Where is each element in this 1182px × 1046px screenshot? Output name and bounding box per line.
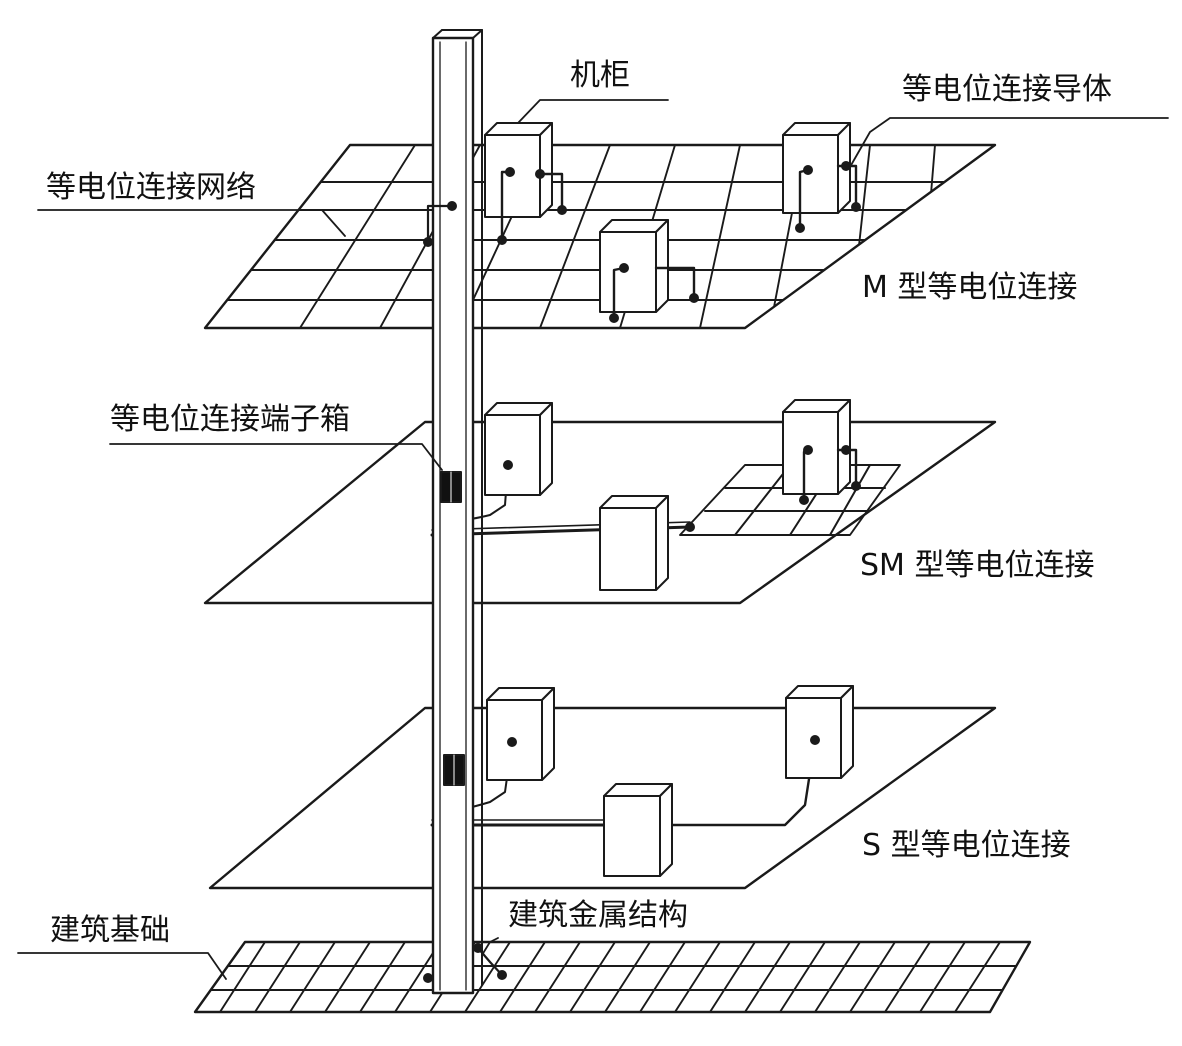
connection-dots	[423, 161, 861, 983]
label-building-metal-structure: 建筑金属结构	[508, 898, 688, 933]
label-sm-type: SM 型等电位连接	[860, 548, 1095, 583]
label-cabinet: 机柜	[570, 58, 630, 93]
cabinet-mid-1	[484, 402, 553, 496]
leader-lines	[17, 99, 1169, 980]
label-m-type: M 型等电位连接	[862, 270, 1078, 305]
building-foundation-mesh	[193, 940, 1032, 1014]
cabinet-bot-3	[603, 783, 673, 877]
building-metal-column	[426, 29, 504, 995]
cabinet-top-1	[484, 122, 564, 242]
cabinet-top-2	[782, 122, 858, 230]
cabinet-top-3	[599, 219, 696, 320]
label-bonding-conductor: 等电位连接导体	[902, 72, 1112, 107]
label-building-foundation: 建筑基础	[50, 913, 170, 948]
label-bonding-network: 等电位连接网络	[46, 170, 256, 205]
label-s-type: S 型等电位连接	[862, 828, 1071, 863]
label-terminal-box: 等电位连接端子箱	[110, 402, 350, 437]
cabinet-bot-1	[486, 687, 555, 781]
cabinet-bot-2	[785, 685, 854, 779]
cabinet-mid-3	[599, 495, 669, 591]
